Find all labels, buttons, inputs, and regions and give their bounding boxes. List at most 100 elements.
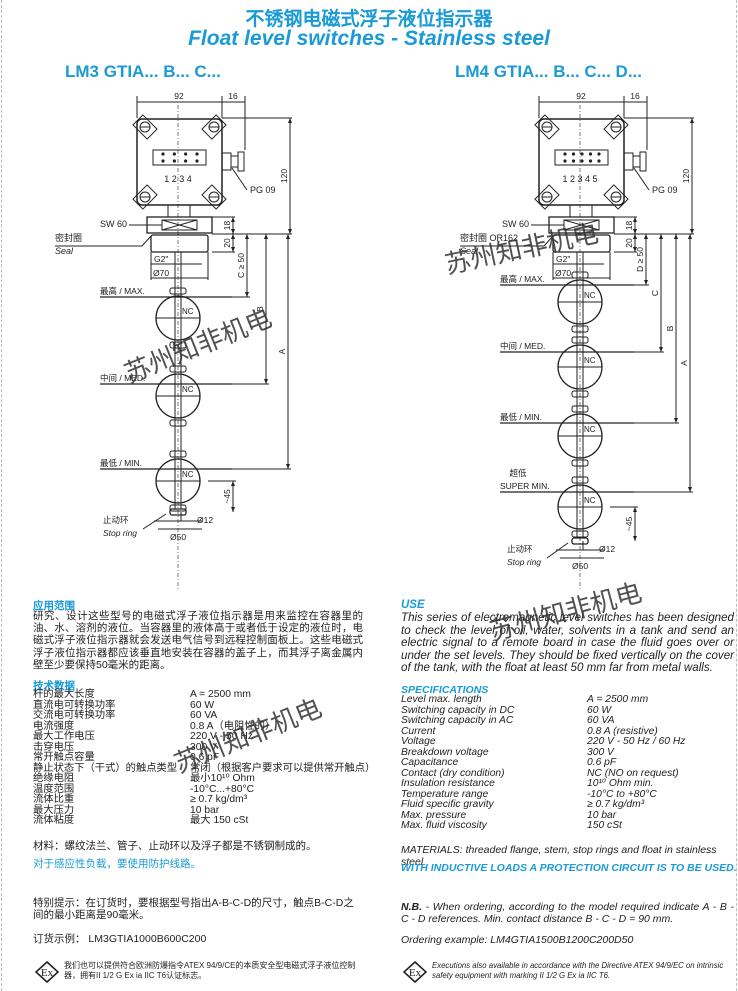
corner-clamp <box>534 184 560 210</box>
arrow-icon <box>633 536 637 541</box>
en-use-text: This series of electromagnetic level swi… <box>401 611 734 675</box>
spec-value: 60 W <box>587 704 612 716</box>
terminal-screw <box>588 159 593 163</box>
spec-value: 60 W <box>190 699 215 711</box>
nc-label: NC <box>182 470 194 479</box>
dim-gland-label: 16 <box>228 91 238 101</box>
dim-dim_a-label: A <box>277 348 287 354</box>
dim-18-label: 18 <box>624 221 634 231</box>
float-diameter-label: Ø50 <box>170 532 186 542</box>
right-border <box>736 0 737 991</box>
en-order-example: Ordering example: LM4GTIA1500B1200C200D5… <box>401 934 634 946</box>
nc-label: NC <box>584 425 596 434</box>
stop-ring-label-cn: 止动环 <box>507 544 533 554</box>
spec-label: Insulation resistance <box>401 778 495 789</box>
dim-dim_b-label: B <box>665 325 675 331</box>
spec-label: Level max. length <box>401 694 482 705</box>
terminal-screw <box>161 159 165 163</box>
level-label: SUPER MIN. <box>500 481 550 491</box>
dim-18-label: 18 <box>222 221 232 231</box>
flange-diameter-label: Ø70 <box>555 268 571 278</box>
arrow-icon <box>633 507 637 512</box>
leader-line <box>231 167 248 191</box>
spec-value: 220 V - 50 Hz <box>190 731 253 742</box>
ex-mark-text: Ex <box>41 967 54 979</box>
spec-value: 10¹⁰ Ohm min. <box>587 778 654 789</box>
leader-line <box>142 513 167 530</box>
spec-value: 常闭（根据客户要求可以提供常开触点） <box>190 762 376 774</box>
arrow-icon <box>286 234 290 239</box>
dim-dim_d-label: D ≥ 50 <box>635 247 645 272</box>
terminal-screw <box>172 152 176 156</box>
corner-clamp <box>132 114 158 140</box>
dim-dim_c-label: C <box>650 290 660 296</box>
dim-dim_a-label: A <box>679 360 689 366</box>
arrow-icon <box>231 234 235 239</box>
spec-label: Voltage <box>401 736 436 747</box>
spec-value: A = 2500 mm <box>587 694 649 705</box>
nc-label: NC <box>584 496 596 505</box>
nc-label: NC <box>584 291 596 300</box>
float-collar <box>571 476 589 484</box>
leader-line <box>633 167 650 191</box>
spec-value: 150 cSt <box>587 820 622 831</box>
spec-label: Current <box>401 725 436 737</box>
level-label: 最低 / MIN. <box>100 458 142 468</box>
terminal-screw <box>571 159 576 163</box>
arrow-icon <box>264 379 268 384</box>
spec-value: 60 VA <box>587 715 615 726</box>
float-collar <box>571 336 589 344</box>
hex-cross <box>161 219 198 231</box>
spec-value: 300 V <box>190 741 217 753</box>
cable-gland <box>623 152 634 171</box>
hex-label: SW 60 <box>100 219 127 229</box>
cn-warning: 对于感应性负载，要使用防护线路。 <box>33 858 201 870</box>
cable-gland <box>632 155 641 168</box>
arrow-icon <box>688 234 692 239</box>
corner-clamp <box>603 114 629 140</box>
arrow-icon <box>644 234 648 239</box>
float-collar <box>169 287 187 295</box>
thread-label: G2" <box>556 254 570 264</box>
dim-120-label: 120 <box>279 169 289 183</box>
dim-dim_c-label: C ≥ 50 <box>236 253 246 278</box>
dim-dim_b-label: B <box>255 306 265 312</box>
terminal-screw <box>597 159 601 163</box>
spec-value: 10 bar <box>190 804 220 816</box>
thread-section <box>552 234 611 253</box>
en-spec-heading: SPECIFICATIONS <box>401 684 489 696</box>
spec-row: Contact (dry condition)NC (NO on request… <box>401 767 685 780</box>
spec-label: Breakdown voltage <box>401 746 489 758</box>
arrow-icon <box>633 234 637 239</box>
arrow-icon <box>288 229 292 234</box>
terminal-screw <box>588 152 593 156</box>
model-lm4-title: LM4 GTIA... B... C... D... <box>455 62 643 81</box>
spec-label: Contact (dry condition) <box>401 767 505 779</box>
terminal-screw <box>184 152 188 156</box>
spec-value: 300 V <box>587 746 614 758</box>
float-collar <box>571 390 589 398</box>
terminal-screw <box>195 152 199 156</box>
corner-clamp <box>201 114 227 140</box>
float-collar <box>169 365 187 373</box>
dim-width-label: 92 <box>576 91 586 101</box>
float-collar <box>169 450 187 458</box>
dim-20-label: 20 <box>222 238 232 248</box>
terminal-screw <box>571 152 576 156</box>
arrow-icon <box>231 481 235 486</box>
spec-label: 温度范围 <box>33 783 75 795</box>
spec-row: Fluid specific gravity≥ 0.7 kg/dm³ <box>401 799 685 811</box>
cn-order-example: 订货示例： LM3GTIA1000B600C200 <box>33 933 207 945</box>
spec-label: 绝缘电阻 <box>33 773 75 784</box>
seal-label-cn: 密封圈 <box>55 232 82 243</box>
level-label: 中间 / MED. <box>100 373 145 383</box>
gland-label: PG 09 <box>250 185 276 195</box>
